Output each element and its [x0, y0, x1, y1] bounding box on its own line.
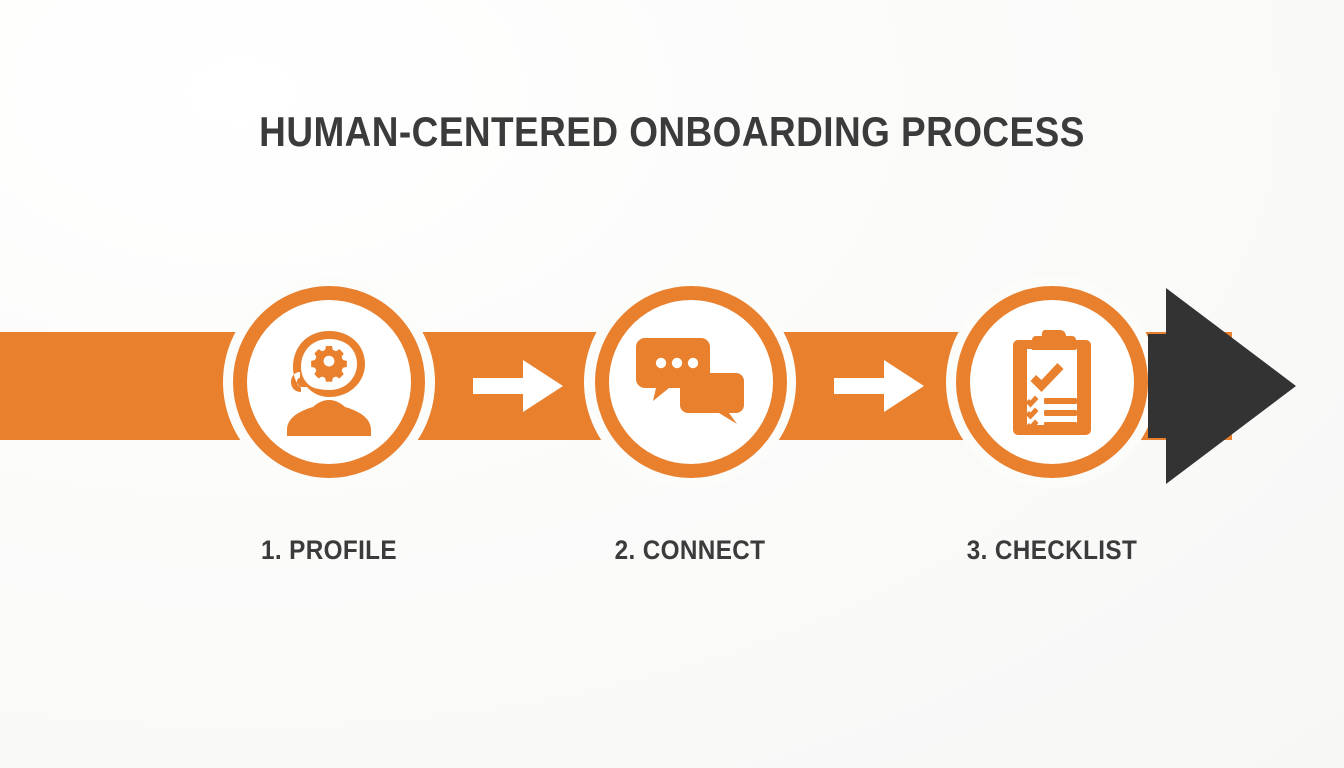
connector-arrow-2 [834, 356, 924, 416]
page-title: HUMAN-CENTERED ONBOARDING PROCESS [259, 108, 1085, 155]
step-circle-profile[interactable] [233, 286, 425, 478]
arrow-head-right-icon [1148, 288, 1296, 488]
step-circle-checklist[interactable] [956, 286, 1148, 478]
step-label-checklist: 3. CHECKLIST [966, 535, 1138, 565]
clipboard-checklist-icon [1004, 326, 1100, 438]
arrow-right-icon [473, 360, 563, 420]
connector-arrow-1 [473, 356, 563, 416]
head-with-gear-icon [277, 326, 381, 438]
step-label-profile: 1. PROFILE [261, 535, 397, 565]
process-endcap [1148, 288, 1296, 484]
step-circle-connect[interactable] [595, 286, 787, 478]
step-label-connect: 2. CONNECT [614, 535, 766, 565]
arrow-right-icon [834, 360, 924, 420]
speech-bubbles-icon [635, 332, 747, 432]
